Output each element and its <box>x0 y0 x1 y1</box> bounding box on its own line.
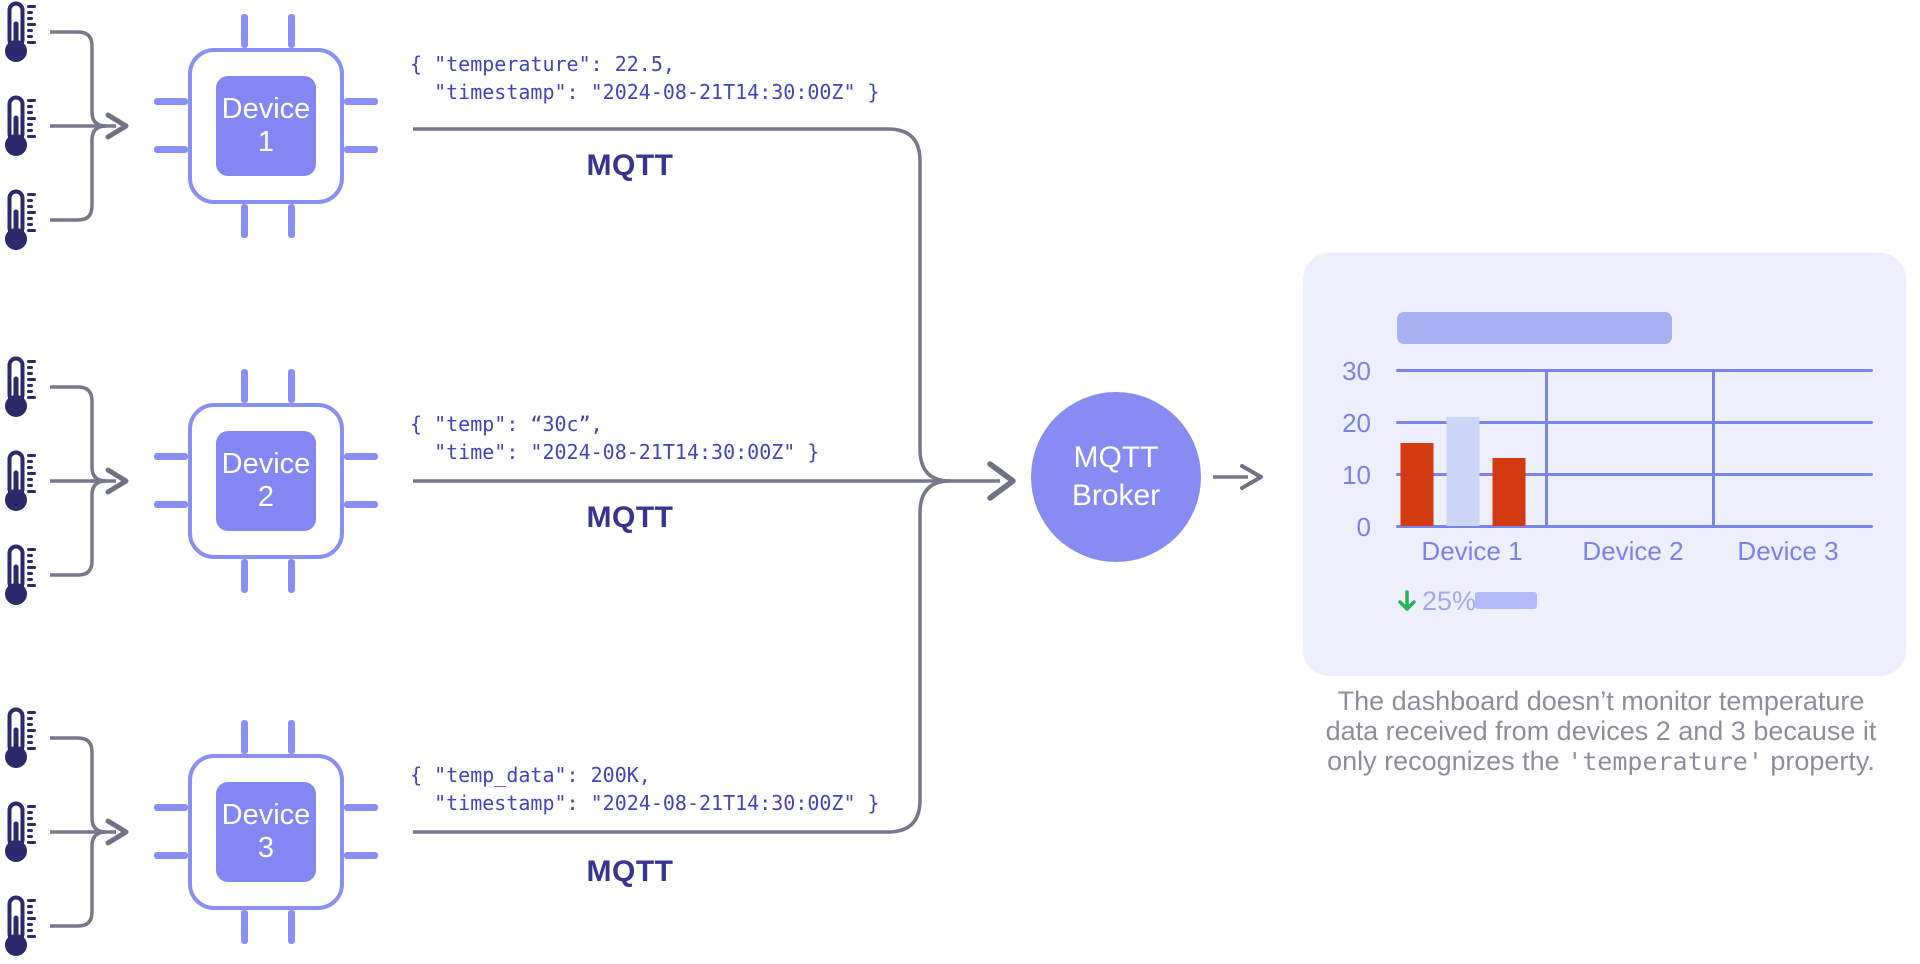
sensor-wire <box>50 830 107 928</box>
chip-pin <box>344 501 378 508</box>
chip-pin <box>241 369 248 403</box>
device-name: Device <box>221 448 311 480</box>
chip-pin <box>344 804 378 811</box>
payload-line: "timestamp": "2024-08-21T14:30:00Z" } <box>410 80 880 104</box>
broker-label: Broker <box>1071 479 1161 512</box>
y-axis-tick: 20 <box>1342 408 1371 438</box>
chart-bar <box>1400 443 1434 526</box>
thermometer-icon <box>3 450 37 512</box>
x-axis-label: Device 2 <box>1582 536 1684 566</box>
bar-group-device-1 <box>1400 370 1526 526</box>
gridline <box>1396 369 1873 372</box>
chip-pin <box>154 501 188 508</box>
thermometer-icon <box>3 707 37 769</box>
y-axis-tick: 0 <box>1356 512 1371 542</box>
thermometer-icon <box>3 801 37 863</box>
thermometer-icon <box>3 95 37 157</box>
thermometer-icon <box>3 189 37 251</box>
sensor-wire <box>50 479 107 577</box>
chart-bar <box>1492 458 1526 526</box>
arrowhead-icon <box>1240 464 1263 490</box>
device-1-label: Device 1 <box>216 76 316 176</box>
arrowhead-icon <box>105 112 129 140</box>
payload-line: { "temp_data": 200K, <box>410 763 651 787</box>
chip-pin <box>154 804 188 811</box>
caption-line: data received from devices 2 and 3 becau… <box>1325 716 1877 746</box>
arrowhead-icon <box>105 467 129 495</box>
mqtt-protocol-label: MQTT <box>586 855 674 888</box>
chip-pin <box>344 852 378 859</box>
broker-label: MQTT <box>1073 441 1159 474</box>
chip-pin <box>241 204 248 238</box>
chip-pin <box>288 559 295 593</box>
chip-pin <box>154 146 188 153</box>
chip-pin <box>154 98 188 105</box>
chip-pin <box>344 98 378 105</box>
device-number: 3 <box>257 832 275 864</box>
chip-pin <box>241 720 248 754</box>
gridline <box>1396 525 1873 528</box>
dashboard-card: 30 20 10 0 Device 1 Device 2 Device 3 25… <box>1303 253 1906 676</box>
gridline <box>1396 421 1873 424</box>
chip-pin <box>288 14 295 48</box>
thermometer-icon <box>3 895 37 957</box>
diagram-caption: The dashboard doesn’t monitor temperatur… <box>1279 686 1920 777</box>
x-axis-label: Device 3 <box>1737 536 1839 566</box>
thermometer-icon <box>3 1 37 63</box>
device-2-label: Device 2 <box>216 431 316 531</box>
device-3-chip: Device 3 <box>154 720 378 944</box>
chip-pin <box>344 146 378 153</box>
device-name: Device <box>221 799 311 831</box>
payload-line: { "temp": “30c”, <box>410 412 603 436</box>
chip-pin <box>288 720 295 754</box>
sensor-wire <box>50 736 107 834</box>
kpi-text-placeholder <box>1475 592 1537 609</box>
device-number: 2 <box>257 481 275 513</box>
chip-pin <box>154 453 188 460</box>
kpi-percentage: 25% <box>1422 586 1477 616</box>
arrowhead-icon <box>987 461 1016 501</box>
device-3-label: Device 3 <box>216 782 316 882</box>
chip-pin <box>241 14 248 48</box>
caption-line: only recognizes the 'temperature' proper… <box>1327 746 1875 776</box>
mqtt-protocol-label: MQTT <box>586 149 674 182</box>
trend-down-arrow-icon <box>1398 590 1416 611</box>
device-2-chip: Device 2 <box>154 369 378 593</box>
chip-pin <box>154 852 188 859</box>
payload-line: { "temperature": 22.5, <box>410 52 675 76</box>
thermometer-icon <box>3 544 37 606</box>
payload-line: "time": "2024-08-21T14:30:00Z" } <box>410 440 820 464</box>
chip-pin <box>288 204 295 238</box>
payload-line: "timestamp": "2024-08-21T14:30:00Z" } <box>410 791 880 815</box>
device-2-payload: { "temp": “30c”, "time": "2024-08-21T14:… <box>410 410 819 466</box>
device-1-chip: Device 1 <box>154 14 378 238</box>
caption-code-temperature: 'temperature' <box>1567 747 1763 776</box>
device-name: Device <box>221 93 311 125</box>
gridline <box>1396 473 1873 476</box>
thermometer-icon <box>3 356 37 418</box>
dashboard-title-placeholder <box>1397 312 1672 344</box>
device-number: 1 <box>257 126 275 158</box>
caption-line: The dashboard doesn’t monitor temperatur… <box>1337 686 1865 716</box>
device-1-payload: { "temperature": 22.5, "timestamp": "202… <box>410 50 880 106</box>
y-axis-tick: 10 <box>1342 460 1371 490</box>
sensor-wire <box>50 30 107 128</box>
chart-bar <box>1446 417 1480 526</box>
x-axis-label: Device 1 <box>1421 536 1523 566</box>
arrowhead-icon <box>105 818 129 846</box>
y-axis-tick: 30 <box>1342 356 1371 386</box>
mqtt-broker-node: MQTT Broker <box>1031 392 1201 562</box>
gridline <box>1712 370 1715 526</box>
gridline <box>1545 370 1548 526</box>
chip-pin <box>288 910 295 944</box>
chip-pin <box>241 910 248 944</box>
sensor-wire <box>50 124 107 222</box>
chip-pin <box>288 369 295 403</box>
device-3-payload: { "temp_data": 200K, "timestamp": "2024-… <box>410 761 880 817</box>
mqtt-protocol-label: MQTT <box>586 501 674 534</box>
sensor-wire <box>50 385 107 483</box>
chip-pin <box>344 453 378 460</box>
chip-pin <box>241 559 248 593</box>
